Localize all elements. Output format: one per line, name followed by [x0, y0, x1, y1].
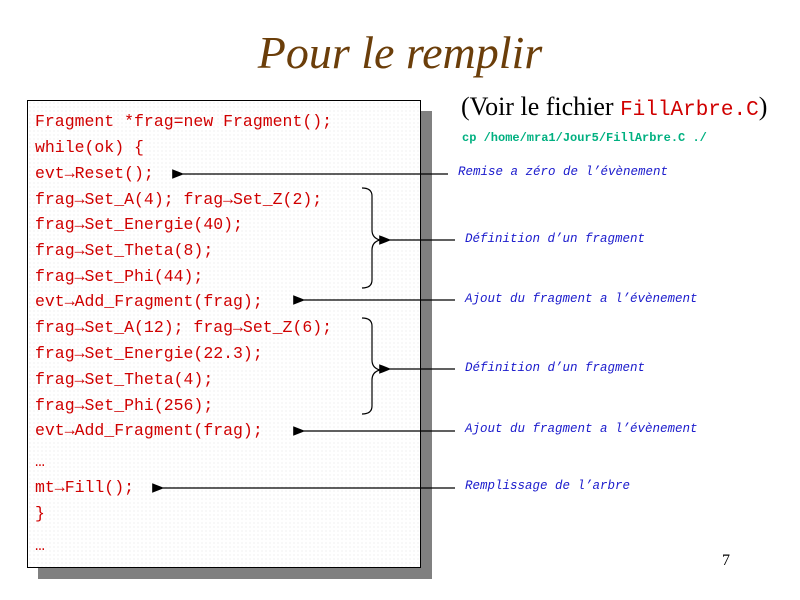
code-line: } [35, 504, 45, 523]
code-line: evt→Add_Fragment(frag); [35, 421, 263, 440]
code-line: frag→Set_A(12); frag→Set_Z(6); [35, 318, 333, 337]
brace [361, 187, 381, 289]
brace [361, 317, 381, 415]
annotation: Définition d’un fragment [465, 361, 646, 375]
code-line: evt→Add_Fragment(frag); [35, 292, 263, 311]
code-line: frag→Set_Phi(44); [35, 267, 204, 286]
code-line: Fragment *frag=new Fragment(); [35, 112, 333, 131]
page-number: 7 [722, 552, 730, 569]
cp-command: cp /home/mra1/Jour5/FillArbre.C ./ [462, 131, 707, 145]
code-line: frag→Set_Phi(256); [35, 396, 214, 415]
annotation: Ajout du fragment a l’évènement [465, 422, 698, 436]
code-line: frag→Set_A(4); frag→Set_Z(2); [35, 190, 323, 209]
file-name: FillArbre.C [620, 99, 759, 122]
annotation: Ajout du fragment a l’évènement [465, 292, 698, 306]
voir-prefix: (Voir le fichier [461, 92, 621, 121]
file-reference: (Voir le fichier FillArbre.C) [461, 92, 767, 122]
code-line: mt→Fill(); [35, 478, 135, 497]
code-line: frag→Set_Theta(8); [35, 241, 214, 260]
annotation: Remise a zéro de l’évènement [458, 165, 669, 179]
code-line: frag→Set_Energie(40); [35, 215, 243, 234]
code-line: frag→Set_Theta(4); [35, 370, 214, 389]
annotation: Remplissage de l’arbre [465, 479, 631, 493]
code-line: evt→Reset(); [35, 164, 154, 183]
code-line: while(ok) { [35, 138, 144, 157]
code-line: … [35, 536, 45, 555]
voir-suffix: ) [758, 92, 768, 121]
code-line: … [35, 452, 45, 471]
annotation: Définition d’un fragment [465, 232, 646, 246]
code-box [27, 100, 421, 568]
code-line: frag→Set_Energie(22.3); [35, 344, 263, 363]
slide-title: Pour le remplir [257, 27, 543, 78]
